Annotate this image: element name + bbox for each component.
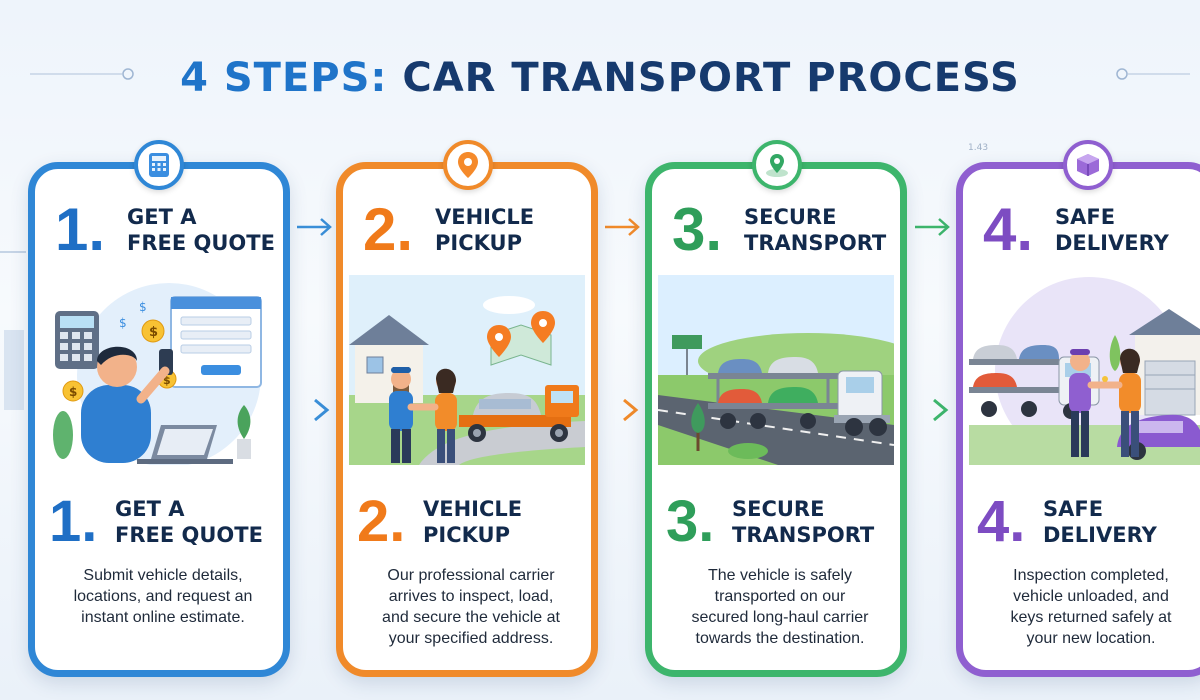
desc-line: and secure the vehicle at [382, 609, 560, 626]
arrow-1-to-2-mid [314, 398, 330, 422]
title-accent: 4 STEPS: [180, 55, 388, 101]
step-title-line1: VEHICLE [435, 205, 535, 229]
step-header-top: 1. GET A FREE QUOTE [55, 195, 283, 265]
calculator-icon [134, 140, 184, 190]
title-main: CAR TRANSPORT PROCESS [402, 55, 1020, 101]
step-number-bottom: 3. [666, 489, 715, 554]
step-title-bottom-line1: SECURE [732, 497, 825, 521]
step-title-bottom-line1: SAFE [1043, 497, 1104, 521]
desc-line: keys returned safely at [1010, 609, 1172, 626]
svg-text:$: $ [119, 316, 127, 330]
desc-line: transported on our [714, 588, 846, 605]
desc-line: locations, and request an [73, 588, 253, 605]
step-header-top: 4. SAFE DELIVERY [983, 195, 1200, 265]
decor-tiny-label: 1.43 [968, 143, 989, 153]
desc-line: Submit vehicle details, [83, 567, 243, 584]
arrow-1-to-2-top [297, 218, 332, 236]
step-title-bottom-line2: TRANSPORT [732, 523, 875, 547]
step-description: Inspection completed, vehicle unloaded, … [975, 565, 1200, 649]
step-title-bottom: SAFE DELIVERY [1043, 496, 1157, 548]
step-card-4: 4. SAFE DELIVERY [956, 162, 1200, 677]
desc-line: Our professional carrier [387, 567, 555, 584]
step-title-line2: PICKUP [435, 231, 522, 255]
step-title-line1: GET A [127, 205, 197, 229]
step-title: SECURE TRANSPORT [744, 204, 886, 256]
desc-line: towards the destination. [695, 630, 865, 647]
step-title-bottom-line2: PICKUP [423, 523, 510, 547]
step-description: Submit vehicle details, locations, and r… [47, 565, 279, 628]
step-number-bottom: 1. [49, 489, 98, 554]
step-title-line1: SECURE [744, 205, 837, 229]
desc-line: Inspection completed, [1013, 567, 1169, 584]
arrow-2-to-3-mid [623, 398, 639, 422]
desc-line: secured long-haul carrier [691, 609, 869, 626]
arrow-3-to-4-top [915, 218, 950, 236]
package-box-icon [1063, 140, 1113, 190]
svg-text:$: $ [69, 385, 77, 399]
map-pin-icon [752, 140, 802, 190]
step-title: VEHICLE PICKUP [435, 204, 534, 256]
step-header-top: 3. SECURE TRANSPORT [672, 195, 900, 265]
svg-text:$: $ [139, 300, 147, 314]
step-title-line2: DELIVERY [1055, 231, 1169, 255]
step-title-bottom-line2: FREE QUOTE [115, 523, 263, 547]
step-title-bottom: SECURE TRANSPORT [732, 496, 874, 548]
arrow-3-to-4-mid [933, 398, 949, 422]
step-card-1: 1. GET A FREE QUOTE $ $ $ $ $ [28, 162, 290, 677]
step-number: 3. [672, 196, 723, 263]
step-number-bottom: 2. [357, 489, 406, 554]
delivery-illustration [969, 277, 1200, 465]
step-title-line2: FREE QUOTE [127, 231, 275, 255]
step-title: GET A FREE QUOTE [127, 204, 275, 256]
step-title-bottom: GET A FREE QUOTE [115, 496, 263, 548]
desc-line: your specified address. [388, 630, 554, 647]
arrow-2-to-3-top [605, 218, 640, 236]
transport-illustration [658, 275, 894, 465]
step-header-bottom: 1. GET A FREE QUOTE [49, 487, 283, 557]
step-header-top: 2. VEHICLE PICKUP [363, 195, 591, 265]
pickup-illustration [349, 275, 585, 465]
step-number: 2. [363, 196, 414, 263]
step-header-bottom: 3. SECURE TRANSPORT [666, 487, 900, 557]
desc-line: vehicle unloaded, and [1013, 588, 1169, 605]
desc-line: arrives to inspect, load, [388, 588, 554, 605]
location-pin-icon [443, 140, 493, 190]
step-number: 1. [55, 196, 106, 263]
step-title: SAFE DELIVERY [1055, 204, 1169, 256]
svg-text:$: $ [149, 325, 158, 340]
step-number: 4. [983, 196, 1034, 263]
desc-line: your new location. [1026, 630, 1156, 647]
desc-line: instant online estimate. [81, 609, 245, 626]
step-title-line1: SAFE [1055, 205, 1116, 229]
title-row: 4 STEPS: CAR TRANSPORT PROCESS [0, 48, 1200, 108]
step-title-bottom-line1: GET A [115, 497, 185, 521]
step-title-bottom: VEHICLE PICKUP [423, 496, 522, 548]
step-number-bottom: 4. [977, 489, 1026, 554]
step-description: The vehicle is safely transported on our… [664, 565, 896, 649]
step-card-3: 3. SECURE TRANSPORT 3. SECURE TRANS [645, 162, 907, 677]
step-header-bottom: 4. SAFE DELIVERY [977, 487, 1200, 557]
page-title: 4 STEPS: CAR TRANSPORT PROCESS [180, 55, 1020, 101]
step-title-line2: TRANSPORT [744, 231, 887, 255]
step-title-bottom-line2: DELIVERY [1043, 523, 1157, 547]
step-card-2: 2. VEHICLE PICKUP [336, 162, 598, 677]
svg-text:$: $ [163, 374, 171, 387]
step-header-bottom: 2. VEHICLE PICKUP [357, 487, 591, 557]
quote-illustration: $ $ $ $ $ [53, 283, 262, 465]
step-title-bottom-line1: VEHICLE [423, 497, 523, 521]
desc-line: The vehicle is safely [707, 567, 853, 584]
step-description: Our professional carrier arrives to insp… [355, 565, 587, 649]
